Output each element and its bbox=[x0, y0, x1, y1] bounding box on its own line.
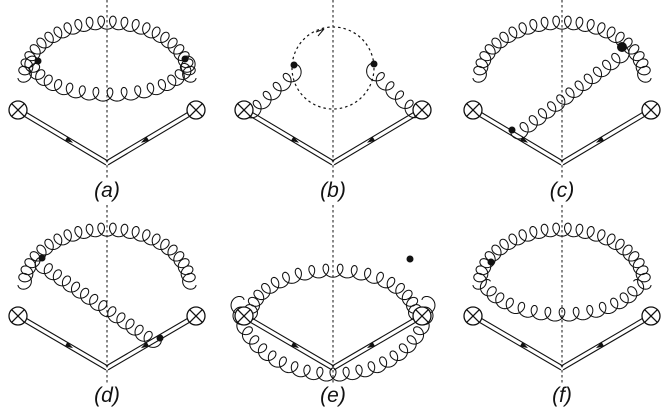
panel-label-d: (d) bbox=[94, 384, 120, 407]
wilson-line-right bbox=[105, 313, 198, 371]
gluon-vertex bbox=[38, 254, 46, 262]
gluon-outer bbox=[17, 15, 197, 83]
wilson-line-left bbox=[16, 313, 109, 371]
panel-label-b: (b) bbox=[320, 179, 346, 202]
gluon-upper bbox=[230, 295, 436, 382]
gluon-vertex-left bbox=[34, 57, 42, 65]
gluon-right bbox=[366, 62, 424, 119]
wilson-line-left bbox=[242, 313, 335, 371]
vertex-outer-left bbox=[234, 100, 254, 120]
vertex-outer-right bbox=[186, 100, 206, 120]
diagram-panel-c: (c) bbox=[463, 0, 661, 202]
vertex-outer-left bbox=[463, 306, 483, 326]
diagram-panel-b: (b) bbox=[234, 0, 432, 202]
panel-label-a: (a) bbox=[94, 179, 120, 202]
gluon-vertex-right bbox=[406, 255, 414, 263]
gluon-outer bbox=[472, 15, 652, 83]
gluon-inner bbox=[24, 55, 196, 102]
gluon-vertex-right bbox=[181, 55, 189, 63]
wilson-line-right bbox=[560, 313, 653, 371]
wilson-arrow-left bbox=[64, 136, 74, 143]
wilson-line-left bbox=[471, 107, 564, 166]
wilson-line-right bbox=[331, 313, 424, 371]
ghost-vertex-right bbox=[370, 60, 378, 68]
wilson-arrow-left bbox=[290, 136, 300, 143]
diagram-panel-d: (d) bbox=[8, 205, 206, 407]
diagram-panel-a: (a) bbox=[8, 0, 206, 202]
panel-label-f: (f) bbox=[552, 384, 572, 407]
wilson-arrow-right bbox=[140, 341, 150, 349]
ghost-vertex-left bbox=[290, 61, 298, 69]
vertex-outer-right bbox=[412, 306, 432, 326]
vertex-outer-left bbox=[8, 100, 28, 120]
wilson-arrow-left bbox=[519, 341, 529, 349]
gluon-left bbox=[242, 63, 302, 119]
vertex-outer-left bbox=[8, 306, 28, 326]
wilson-line-right bbox=[560, 107, 653, 166]
gluon-outer bbox=[17, 222, 197, 290]
wilson-line-left bbox=[471, 313, 564, 371]
wilson-arrow-right bbox=[366, 136, 376, 143]
panel-label-c: (c) bbox=[550, 179, 575, 202]
gluon-diagonal bbox=[34, 257, 162, 348]
wilson-arrow-right bbox=[140, 136, 150, 143]
vertex-outer-right bbox=[641, 306, 661, 326]
gluon-diagonal bbox=[510, 45, 630, 140]
panel-label-e: (e) bbox=[320, 384, 346, 407]
wilson-vertex bbox=[508, 126, 516, 134]
wilson-line-right bbox=[331, 107, 424, 166]
gluon-vertex-left bbox=[487, 258, 495, 266]
vertex-outer-right bbox=[412, 100, 432, 120]
vertex-outer-left bbox=[463, 100, 483, 120]
wilson-line-left bbox=[16, 107, 109, 166]
wilson-arrow-left bbox=[290, 341, 300, 349]
diagram-panel-f: (f) bbox=[463, 205, 661, 407]
ghost-arrow-icon bbox=[315, 28, 325, 37]
wilson-arrow-right bbox=[595, 136, 605, 143]
wilson-arrow-right bbox=[595, 341, 605, 349]
gluon-vertex-three bbox=[617, 42, 627, 52]
gluon-outer bbox=[472, 222, 652, 290]
wilson-line-left bbox=[242, 107, 335, 166]
vertex-outer-right bbox=[641, 100, 661, 120]
wilson-line-right bbox=[105, 107, 198, 166]
diagram-panel-e: (e) bbox=[230, 205, 436, 407]
ghost-loop bbox=[291, 26, 375, 110]
wilson-vertex bbox=[156, 334, 164, 342]
wilson-arrow-left bbox=[64, 341, 74, 349]
wilson-arrow-right bbox=[366, 341, 376, 349]
gluon-inner bbox=[479, 279, 645, 322]
vertex-outer-right bbox=[186, 306, 206, 326]
gluon-lower bbox=[243, 263, 423, 321]
vertex-outer-left bbox=[234, 306, 254, 326]
